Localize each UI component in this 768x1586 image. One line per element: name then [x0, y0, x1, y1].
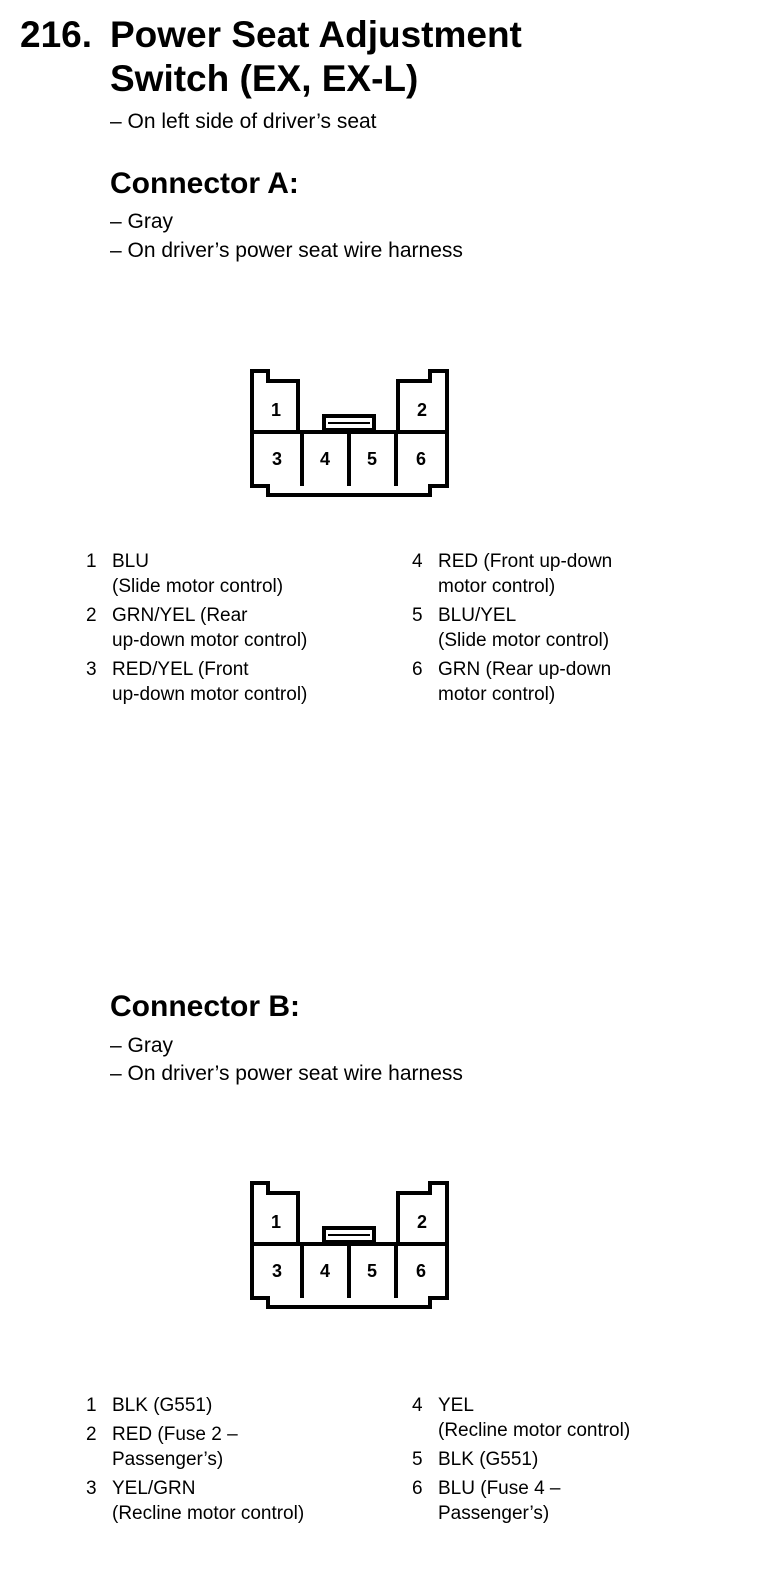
pin-number: 6: [412, 1478, 423, 1499]
pin-description: BLU (Fuse 4 – Passenger’s): [438, 1478, 561, 1524]
pin-description: BLU/YEL (Slide motor control): [438, 605, 610, 651]
pin-entry: 4 YEL (Recline motor control): [412, 1393, 732, 1443]
connector-b-heading: Connector B:: [110, 990, 300, 1023]
cavity-3: 3: [272, 1261, 282, 1281]
pin-description: YEL/GRN (Recline motor control): [112, 1478, 305, 1524]
cavity-2: 2: [417, 1212, 427, 1232]
pin-number: 1: [86, 551, 97, 572]
connector-b-harness: – On driver’s power seat wire harness: [110, 1062, 463, 1085]
switch-location: – On left side of driver’s seat: [110, 110, 377, 133]
cavity-3: 3: [272, 449, 282, 469]
pin-number: 6: [412, 659, 423, 680]
page-title-line-2: Switch (EX, EX-L): [110, 58, 419, 99]
pin-number: 4: [412, 1395, 423, 1416]
item-number: 216.: [20, 14, 93, 55]
pin-entry: 5 BLU/YEL (Slide motor control): [412, 603, 712, 653]
pin-number: 4: [412, 551, 423, 572]
pin-entry: 2 GRN/YEL (Rear up-down motor control): [86, 603, 386, 653]
pin-description: RED (Front up-down motor control): [438, 551, 613, 597]
pin-description: BLK (G551): [438, 1449, 539, 1470]
pin-description: GRN/YEL (Rear up-down motor control): [112, 605, 308, 651]
connector-a-harness: – On driver’s power seat wire harness: [110, 239, 463, 262]
pin-entry: 5 BLK (G551): [412, 1447, 732, 1472]
pin-number: 2: [86, 1424, 97, 1445]
cavity-1: 1: [271, 400, 281, 420]
pin-number: 3: [86, 1478, 97, 1499]
pin-number: 3: [86, 659, 97, 680]
cavity-5: 5: [367, 449, 377, 469]
pin-entry: 3 YEL/GRN (Recline motor control): [86, 1476, 386, 1526]
cavity-4: 4: [320, 1261, 330, 1281]
pin-description: BLK (G551): [112, 1395, 213, 1416]
pin-entry: 6 GRN (Rear up-down motor control): [412, 657, 712, 707]
connector-b-diagram: 1 2 3 4 5 6: [250, 1181, 449, 1309]
pin-entry: 3 RED/YEL (Front up-down motor control): [86, 657, 386, 707]
cavity-5: 5: [367, 1261, 377, 1281]
cavity-2: 2: [417, 400, 427, 420]
connector-a-color: – Gray: [110, 210, 174, 233]
pin-description: RED/YEL (Front up-down motor control): [112, 659, 308, 705]
pin-description: RED (Fuse 2 – Passenger’s): [112, 1424, 238, 1470]
pin-number: 5: [412, 1449, 423, 1470]
cavity-6: 6: [416, 449, 426, 469]
pin-entry: 1 BLK (G551): [86, 1393, 386, 1418]
pin-entry: 2 RED (Fuse 2 – Passenger’s): [86, 1422, 386, 1472]
cavity-4: 4: [320, 449, 330, 469]
cavity-6: 6: [416, 1261, 426, 1281]
connector-a-diagram: 1 2 3 4 5 6: [250, 369, 449, 497]
pin-description: BLU (Slide motor control): [112, 551, 284, 597]
pin-description: YEL (Recline motor control): [438, 1395, 631, 1441]
pin-number: 1: [86, 1395, 97, 1416]
pin-description: GRN (Rear up-down motor control): [438, 659, 612, 705]
pin-entry: 4 RED (Front up-down motor control): [412, 549, 712, 599]
connector-b-pins-right: 4 YEL (Recline motor control) 5 BLK (G551)…: [412, 1393, 732, 1530]
pin-entry: 1 BLU (Slide motor control): [86, 549, 386, 599]
pin-number: 2: [86, 605, 97, 626]
connector-a-heading: Connector A:: [110, 167, 299, 200]
connector-a-pins-left: 1 BLU (Slide motor control) 2 GRN/YEL (Rea…: [86, 549, 386, 711]
pin-number: 5: [412, 605, 423, 626]
connector-a-pins-right: 4 RED (Front up-down motor control) 5 BLU/…: [412, 549, 712, 711]
pin-entry: 6 BLU (Fuse 4 – Passenger’s): [412, 1476, 732, 1526]
cavity-1: 1: [271, 1212, 281, 1232]
page-title-line-1: Power Seat Adjustment: [110, 14, 522, 55]
connector-b-color: – Gray: [110, 1034, 174, 1057]
